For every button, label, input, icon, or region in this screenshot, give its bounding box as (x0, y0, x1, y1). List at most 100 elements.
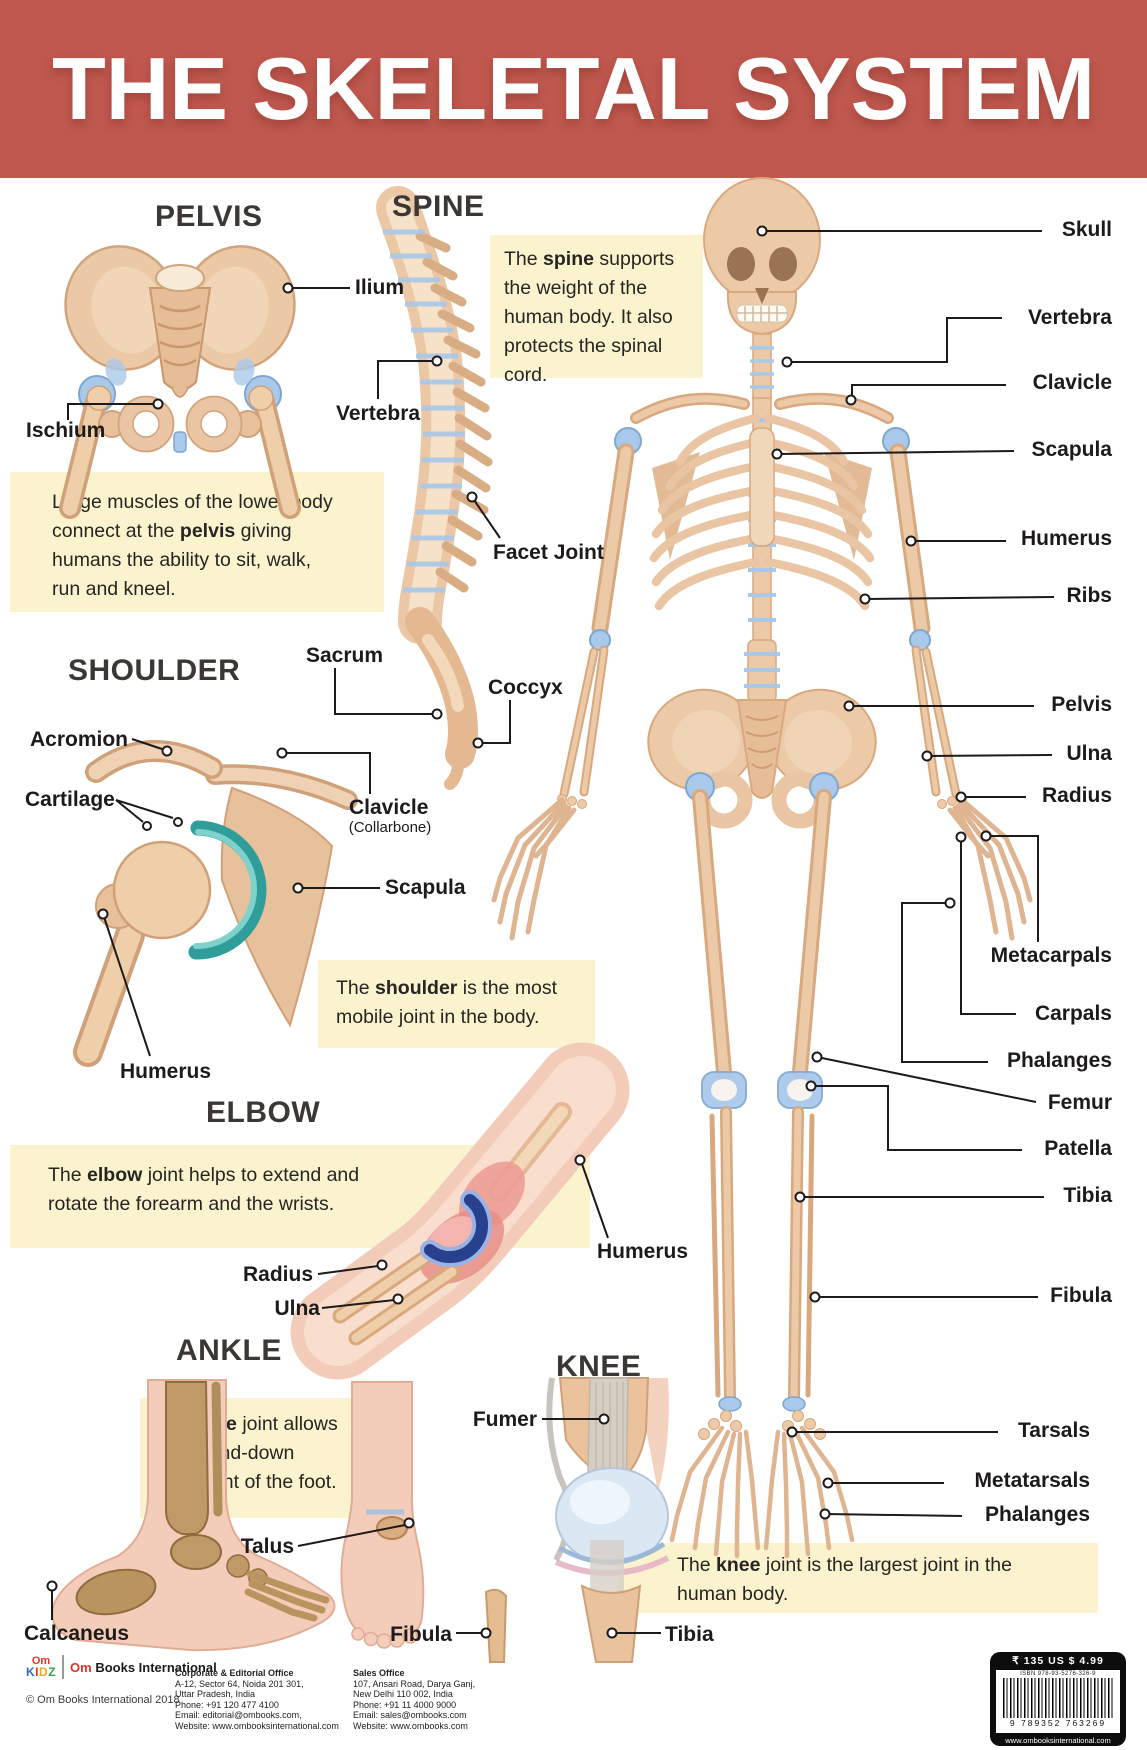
barcode-website: www.ombooksinternational.com (1005, 1736, 1111, 1745)
label-radius-elbow: Radius (242, 1263, 313, 1286)
sales-phone-line: Phone: +91 11 4000 9000 (353, 1699, 457, 1710)
leader-femur (811, 1051, 1037, 1103)
label-scapula: Scapula (1031, 438, 1112, 461)
leader-acromion (131, 738, 173, 757)
barcode-stripes (1003, 1678, 1113, 1718)
isbn-text: ISBN 978-93-5276-326-9 (1020, 1671, 1096, 1677)
leader-humerus-right (905, 535, 1006, 547)
leader-pelvis-right (843, 700, 1034, 712)
label-metatarsals: Metatarsals (974, 1469, 1090, 1492)
barcode-block: ₹ 135 US $ 4.99 ISBN 978-93-5276-326-9 9… (990, 1652, 1126, 1746)
label-acromion: Acromion (30, 728, 129, 751)
barcode-area: ISBN 978-93-5276-326-9 9 789352 763269 (996, 1670, 1120, 1733)
knee-inset-illustration (484, 1377, 670, 1663)
leader-tibia-knee (606, 1627, 661, 1639)
leader-fibula-knee (456, 1627, 492, 1639)
label-carpals: Carpals (1034, 1002, 1112, 1025)
sales-email-line: Email: sales@ombooks.com (353, 1710, 467, 1721)
label-calcaneus: Calcaneus (24, 1622, 130, 1645)
label-ulna-elbow: Ulna (274, 1297, 320, 1320)
heading-ankle: ANKLE (176, 1334, 282, 1367)
leader-cartilage (115, 799, 183, 831)
sales-address-line: New Delhi 110 002, India (353, 1689, 453, 1700)
leader-coccyx (472, 700, 511, 749)
label-metacarpals: Metacarpals (990, 944, 1112, 967)
leader-humerus-elbow (574, 1154, 609, 1239)
leader-humerus-shoulder (97, 908, 151, 1057)
heading-pelvis: PELVIS (155, 200, 263, 233)
leader-ischium (67, 398, 164, 420)
label-skull: Skull (1061, 218, 1112, 241)
leader-facet-joint (466, 491, 501, 539)
elbow-note-text: The (48, 1164, 88, 1186)
leader-tibia-right (794, 1191, 1044, 1203)
sales-office-block: Sales Office 107, Ansari Road, Darya Gan… (353, 1668, 475, 1732)
label-phalanges-hand: Phalanges (1006, 1049, 1112, 1072)
label-radius: Radius (1041, 784, 1112, 807)
leader-sacrum (334, 668, 443, 720)
label-fibula: Fibula (1050, 1284, 1112, 1307)
shoulder-note: The shoulder is the most mobile joint in… (318, 960, 595, 1048)
label-clavicle: Clavicle (1032, 371, 1112, 394)
label-humerus: Humerus (1020, 527, 1112, 550)
leader-ulna-elbow (321, 1293, 404, 1309)
ankle-inset-illustration (51, 1379, 425, 1652)
corporate-email-line: Email: editorial@ombooks.com, (175, 1710, 302, 1721)
label-humerus-elbow: Humerus (597, 1240, 689, 1263)
label-vertebra-spine: Vertebra (336, 402, 421, 425)
skeleton-illustration (491, 177, 1033, 1559)
label-pelvis: Pelvis (1051, 693, 1112, 716)
leader-skull (756, 225, 1042, 237)
leader-scapula-left (292, 882, 380, 894)
heading-elbow: ELBOW (206, 1096, 321, 1129)
pelvis-inset-illustration (59, 245, 301, 519)
om-kidz-logo: Om KIDZ (26, 1655, 57, 1679)
sales-office-title: Sales Office (353, 1668, 405, 1678)
leader-scapula-right (771, 448, 1015, 460)
leader-ilium (282, 282, 350, 294)
label-tibia: Tibia (1063, 1184, 1112, 1207)
price-text: ₹ 135 US $ 4.99 (1012, 1655, 1104, 1667)
leader-radius-right (955, 791, 1026, 803)
leader-metacarpals (980, 830, 1039, 942)
label-facet-joint: Facet Joint (493, 541, 604, 564)
leader-vertebra-left (377, 355, 443, 399)
leader-patella (805, 1080, 1022, 1151)
leader-lines (46, 225, 1055, 1639)
shoulder-inset-illustration (73, 740, 358, 1067)
label-fibula-knee: Fibula (390, 1623, 452, 1646)
label-ribs: Ribs (1066, 584, 1112, 607)
heading-spine: SPINE (392, 190, 485, 223)
label-vertebra: Vertebra (1027, 306, 1112, 329)
corporate-website-line: Website: www.ombooksinternational.com (175, 1720, 339, 1731)
corporate-address-line: Uttar Pradesh, India (175, 1689, 256, 1700)
spine-note-text: The (504, 248, 544, 270)
label-ulna: Ulna (1066, 742, 1112, 765)
poster-title: THE SKELETAL SYSTEM (51, 39, 1096, 138)
label-tibia-knee: Tibia (665, 1623, 714, 1646)
label-femur: Femur (1047, 1091, 1112, 1114)
publisher-logo: Om KIDZ Om Books International (26, 1655, 217, 1679)
knee-note-text: The (677, 1554, 717, 1576)
label-phalanges-foot: Phalanges (984, 1503, 1090, 1526)
label-sacrum: Sacrum (306, 644, 384, 667)
leader-vertebra-right (781, 317, 1002, 368)
label-clavicle-shoulder: Clavicle (349, 796, 429, 819)
sales-address-line: 107, Ansari Road, Darya Ganj, (353, 1678, 476, 1689)
leader-fibula-right (809, 1291, 1038, 1303)
leader-phalanges-foot (819, 1508, 963, 1520)
label-fumer: Fumer (472, 1408, 537, 1431)
leader-talus (297, 1517, 415, 1547)
leader-clavicle-right (845, 384, 1006, 406)
pelvis-note-text: Large muscles of the lower body connect … (52, 491, 333, 542)
label-scapula-shoulder: Scapula (385, 876, 466, 899)
label-talus: Talus (240, 1535, 294, 1558)
leader-radius-elbow (317, 1259, 388, 1275)
leader-calcaneus (46, 1580, 58, 1620)
corporate-phone-line: Phone: +91 120 477 4100 (175, 1699, 279, 1710)
knee-note: The knee joint is the largest joint in t… (618, 1543, 1098, 1613)
logo-divider (62, 1655, 65, 1679)
leader-fumer (542, 1413, 610, 1425)
sales-website-line: Website: www.ombooks.com (353, 1720, 468, 1731)
